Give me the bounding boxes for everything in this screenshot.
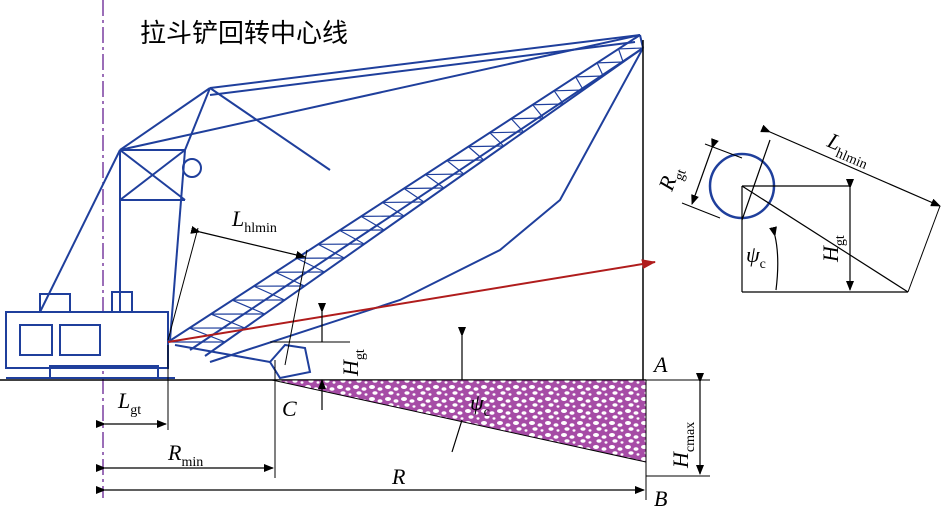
inset-rgt-dim <box>691 138 719 205</box>
l-hlmin-main-label: Lhlmin <box>231 206 277 236</box>
lattice-diagonal <box>575 75 604 78</box>
inset-bucket-geometry: Rgt Lhlmin Hgt ψc <box>653 124 941 293</box>
lattice-diagonal <box>210 313 246 329</box>
inset-lhlmin-ext <box>907 205 941 293</box>
inset-lhlmin-dim <box>760 124 941 207</box>
inset-psi-label: ψc <box>746 242 766 272</box>
inset-rgt-ext-2 <box>681 202 721 219</box>
lattice-diagonal <box>446 159 484 162</box>
r-label: R <box>391 464 406 489</box>
lattice-diagonal <box>296 257 325 273</box>
r-min-label: Rmin <box>167 440 203 470</box>
lattice-diagonal <box>253 285 285 301</box>
h-gt-main-label: Hgt <box>338 349 368 377</box>
lattice-diagonal <box>382 201 405 217</box>
lattice-diagonal <box>596 62 604 77</box>
lattice-diagonal <box>532 103 564 106</box>
psi-c-main-label: ψc <box>470 390 490 420</box>
inset-rgt-label: Rgt <box>653 162 690 196</box>
lattice-diagonal <box>575 76 584 91</box>
point-b-label: B <box>654 486 667 511</box>
lattice-diagonal <box>554 89 584 92</box>
dragline-machine <box>5 34 644 380</box>
lattice-diagonal <box>597 61 624 64</box>
lattice-diagonal <box>360 215 385 231</box>
point-a-label: A <box>652 352 668 377</box>
excavation-wedge <box>271 379 647 463</box>
lattice-diagonal <box>511 117 544 120</box>
inset-hgt-label: Hgt <box>818 235 848 263</box>
lattice-diagonal <box>617 48 624 63</box>
lattice-diagonal <box>339 229 365 245</box>
lattice-diagonal <box>468 145 504 148</box>
lattice-diagonal <box>232 299 265 315</box>
h-cmax-label: Hcmax <box>668 422 698 469</box>
red-direction-arrow <box>167 259 656 343</box>
inset-lhlmin-label: Lhlmin <box>821 127 875 173</box>
point-c-label: C <box>282 396 297 421</box>
lattice-diagonal <box>532 104 544 119</box>
lattice-diagonal <box>403 187 444 190</box>
lattice-diagonal <box>425 174 445 189</box>
lattice-diagonal <box>467 146 485 161</box>
lattice-diagonal <box>446 160 465 175</box>
l-hlmin-ext-1 <box>167 227 199 341</box>
lattice-diagonal <box>489 131 524 134</box>
lattice-diagonal <box>425 173 464 176</box>
lattice-diagonal <box>317 243 345 259</box>
lattice-diagonal <box>510 118 524 133</box>
inset-line-diag <box>741 185 909 293</box>
lattice-diagonal <box>618 47 644 50</box>
l-hlmin-ext-2 <box>284 249 308 366</box>
lattice-diagonal <box>275 271 305 287</box>
inset-rgt-ext-1 <box>704 143 743 159</box>
lattice-diagonal <box>489 132 505 147</box>
l-gt-label: Lgt <box>117 388 141 418</box>
l-hlmin-main-dim <box>190 226 306 259</box>
lattice-diagonal <box>553 90 564 105</box>
inset-psi-arc <box>769 226 779 291</box>
diagram-title: 拉斗铲回转中心线 <box>140 19 348 49</box>
psi-c-main-arc <box>451 336 462 453</box>
lattice-diagonal <box>403 188 425 203</box>
